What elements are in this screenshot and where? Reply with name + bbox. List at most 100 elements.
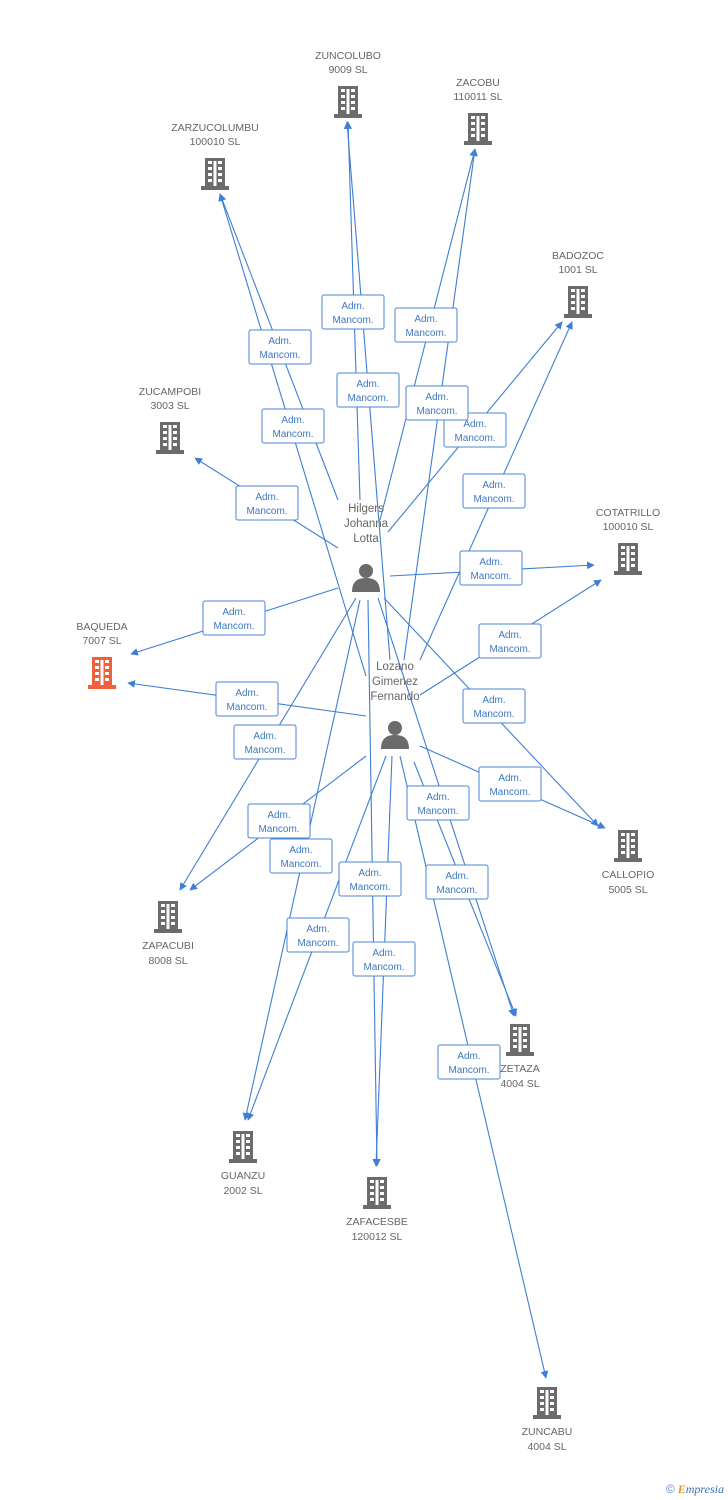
person-name-line: Hilgers xyxy=(348,503,384,515)
company-name: ZETAZA xyxy=(500,1063,539,1075)
edge-label-line1: Adm. xyxy=(358,868,381,879)
edge-label-line1: Adm. xyxy=(255,492,278,503)
edge-label-hilgers-to-callopio[interactable]: Adm.Mancom. xyxy=(462,688,526,724)
edge-label-hilgers-to-cotatrillo[interactable]: Adm. Mancom. xyxy=(459,550,523,586)
edge-label-line2: Mancom. xyxy=(363,962,404,973)
building-icon xyxy=(154,901,182,933)
edge-label-hilgers-to-zucampobi[interactable]: Adm. Mancom. xyxy=(235,485,299,521)
company-name: ZAFACESBE xyxy=(346,1216,408,1228)
company-name: BAQUEDA xyxy=(76,621,127,633)
edge-label-line2: Mancom. xyxy=(405,328,446,339)
edge-label-lozano-to-zafacesbe[interactable]: Adm.Mancom. xyxy=(338,861,402,897)
edge-label-hilgers-to-baqueda[interactable]: Adm.Mancom. xyxy=(202,600,266,636)
edge-label-line2: Mancom. xyxy=(280,859,321,870)
edge-label-line1: Adm. xyxy=(341,301,364,312)
building-icon xyxy=(156,422,184,454)
edge-label-line2: Mancom. xyxy=(489,787,530,798)
edge-label-lozano-to-zacobu[interactable]: Adm.Mancom. xyxy=(405,385,469,421)
edge-label-line1: Adm. xyxy=(281,415,304,426)
building-icon xyxy=(533,1387,561,1419)
edge-label-lozano-to-guanzu[interactable]: Adm.Mancom. xyxy=(286,917,350,953)
edge-label-line2: Mancom. xyxy=(244,745,285,756)
company-name: COTATRILLO xyxy=(596,507,660,519)
edge-label-lozano-to-zuncabu[interactable]: Adm. Mancom. xyxy=(437,1044,501,1080)
edge-label-line1: Adm. xyxy=(498,630,521,641)
company-suffix: 4004 SL xyxy=(527,1441,566,1453)
company-suffix: 110011 SL xyxy=(453,91,502,103)
empresia-footer[interactable]: ©Empresia xyxy=(666,1482,724,1497)
edge-label-lozano-to-cotatrillo[interactable]: Adm. Mancom. xyxy=(478,623,542,659)
edge-label-hilgers-to-zetaza[interactable]: Adm.Mancom. xyxy=(406,785,470,821)
edge-label-hilgers-to-zarzucolumbu[interactable]: Adm.Mancom. xyxy=(248,329,312,365)
copyright-icon: © xyxy=(665,1482,675,1496)
person-name-line: Johanna xyxy=(344,518,389,530)
edge-label-lozano-to-zuncolubo[interactable]: Adm.Mancom. xyxy=(336,372,400,408)
person-name-line: Gimenez xyxy=(372,676,418,688)
company-name: CALLOPIO xyxy=(602,869,655,881)
edge-label-lozano-to-zapacubi[interactable]: Adm.Mancom. xyxy=(247,803,311,839)
company-suffix: 2002 SL xyxy=(223,1185,262,1197)
edge-label-hilgers-to-badozoc[interactable]: Adm.Mancom. xyxy=(443,412,507,448)
edge-label-line1: Adm. xyxy=(463,419,486,430)
edge-label-line2: Mancom. xyxy=(470,571,511,582)
edge-label-line2: Mancom. xyxy=(246,506,287,517)
edge-label-hilgers-to-zafacesbe[interactable]: Adm.Mancom. xyxy=(352,941,416,977)
building-icon xyxy=(363,1177,391,1209)
edge-label-line2: Mancom. xyxy=(347,393,388,404)
brand-initial: E xyxy=(677,1482,686,1496)
edge-label-line1: Adm. xyxy=(479,557,502,568)
company-name: ZUCAMPOBI xyxy=(139,386,201,398)
edge-label-lozano-to-zetaza[interactable]: Adm.Mancom. xyxy=(425,864,489,900)
edge-label-hilgers-to-zacobu[interactable]: Adm.Mancom. xyxy=(394,307,458,343)
company-zacobu[interactable]: ZACOBU 110011 SL xyxy=(453,77,503,145)
edge-label-lozano-to-callopio[interactable]: Adm. Mancom. xyxy=(478,766,542,802)
edge-label-line2: Mancom. xyxy=(448,1065,489,1076)
company-name: ZAPACUBI xyxy=(142,940,194,952)
company-name: ZACOBU xyxy=(456,77,500,89)
edge-labels-layer: Adm. Mancom. Adm. Mancom. Adm. Mancom. Adm. Man… xyxy=(202,294,542,1080)
company-suffix: 120012 SL xyxy=(352,1231,403,1243)
edge-label-line2: Mancom. xyxy=(489,644,530,655)
edge-label-line2: Mancom. xyxy=(417,806,458,817)
edge-label-line1: Adm. xyxy=(445,871,468,882)
edge-label-line1: Adm. xyxy=(498,773,521,784)
edge-label-lozano-to-zarzucolumbu[interactable]: Adm. Mancom. xyxy=(261,408,325,444)
edge-label-line1: Adm. xyxy=(306,924,329,935)
building-icon xyxy=(201,158,229,190)
company-suffix: 5005 SL xyxy=(608,884,647,896)
person-name-line: Lotta xyxy=(353,533,379,545)
company-callopio[interactable]: CALLOPIO 5005 SL xyxy=(602,830,655,896)
company-zafacesbe[interactable]: ZAFACESBE 120012 SL xyxy=(346,1177,408,1243)
edge-label-line2: Mancom. xyxy=(272,429,313,440)
edge-label-hilgers-to-zuncolubo[interactable]: Adm. Mancom. xyxy=(321,294,385,330)
edge-label-hilgers-to-zapacubi[interactable]: Adm.Mancom. xyxy=(233,724,297,760)
edge-label-line1: Adm. xyxy=(222,607,245,618)
edge-label-hilgers-to-guanzu[interactable]: Adm.Mancom. xyxy=(269,838,333,874)
edge-label-line1: Adm. xyxy=(457,1051,480,1062)
person-icon xyxy=(381,721,409,749)
edge-label-lozano-to-baqueda[interactable]: Adm.Mancom. xyxy=(215,681,279,717)
edge-label-line2: Mancom. xyxy=(332,315,373,326)
edge-label-lozano-to-badozoc[interactable]: Adm.Mancom. xyxy=(462,473,526,509)
edge-label-line2: Mancom. xyxy=(226,702,267,713)
company-name: ZUNCOLUBO xyxy=(315,50,381,62)
person-icon xyxy=(352,564,380,592)
building-icon xyxy=(334,86,362,118)
company-suffix: 1001 SL xyxy=(558,264,597,276)
edge-label-line2: Mancom. xyxy=(259,350,300,361)
building-icon xyxy=(229,1131,257,1163)
building-icon xyxy=(564,286,592,318)
